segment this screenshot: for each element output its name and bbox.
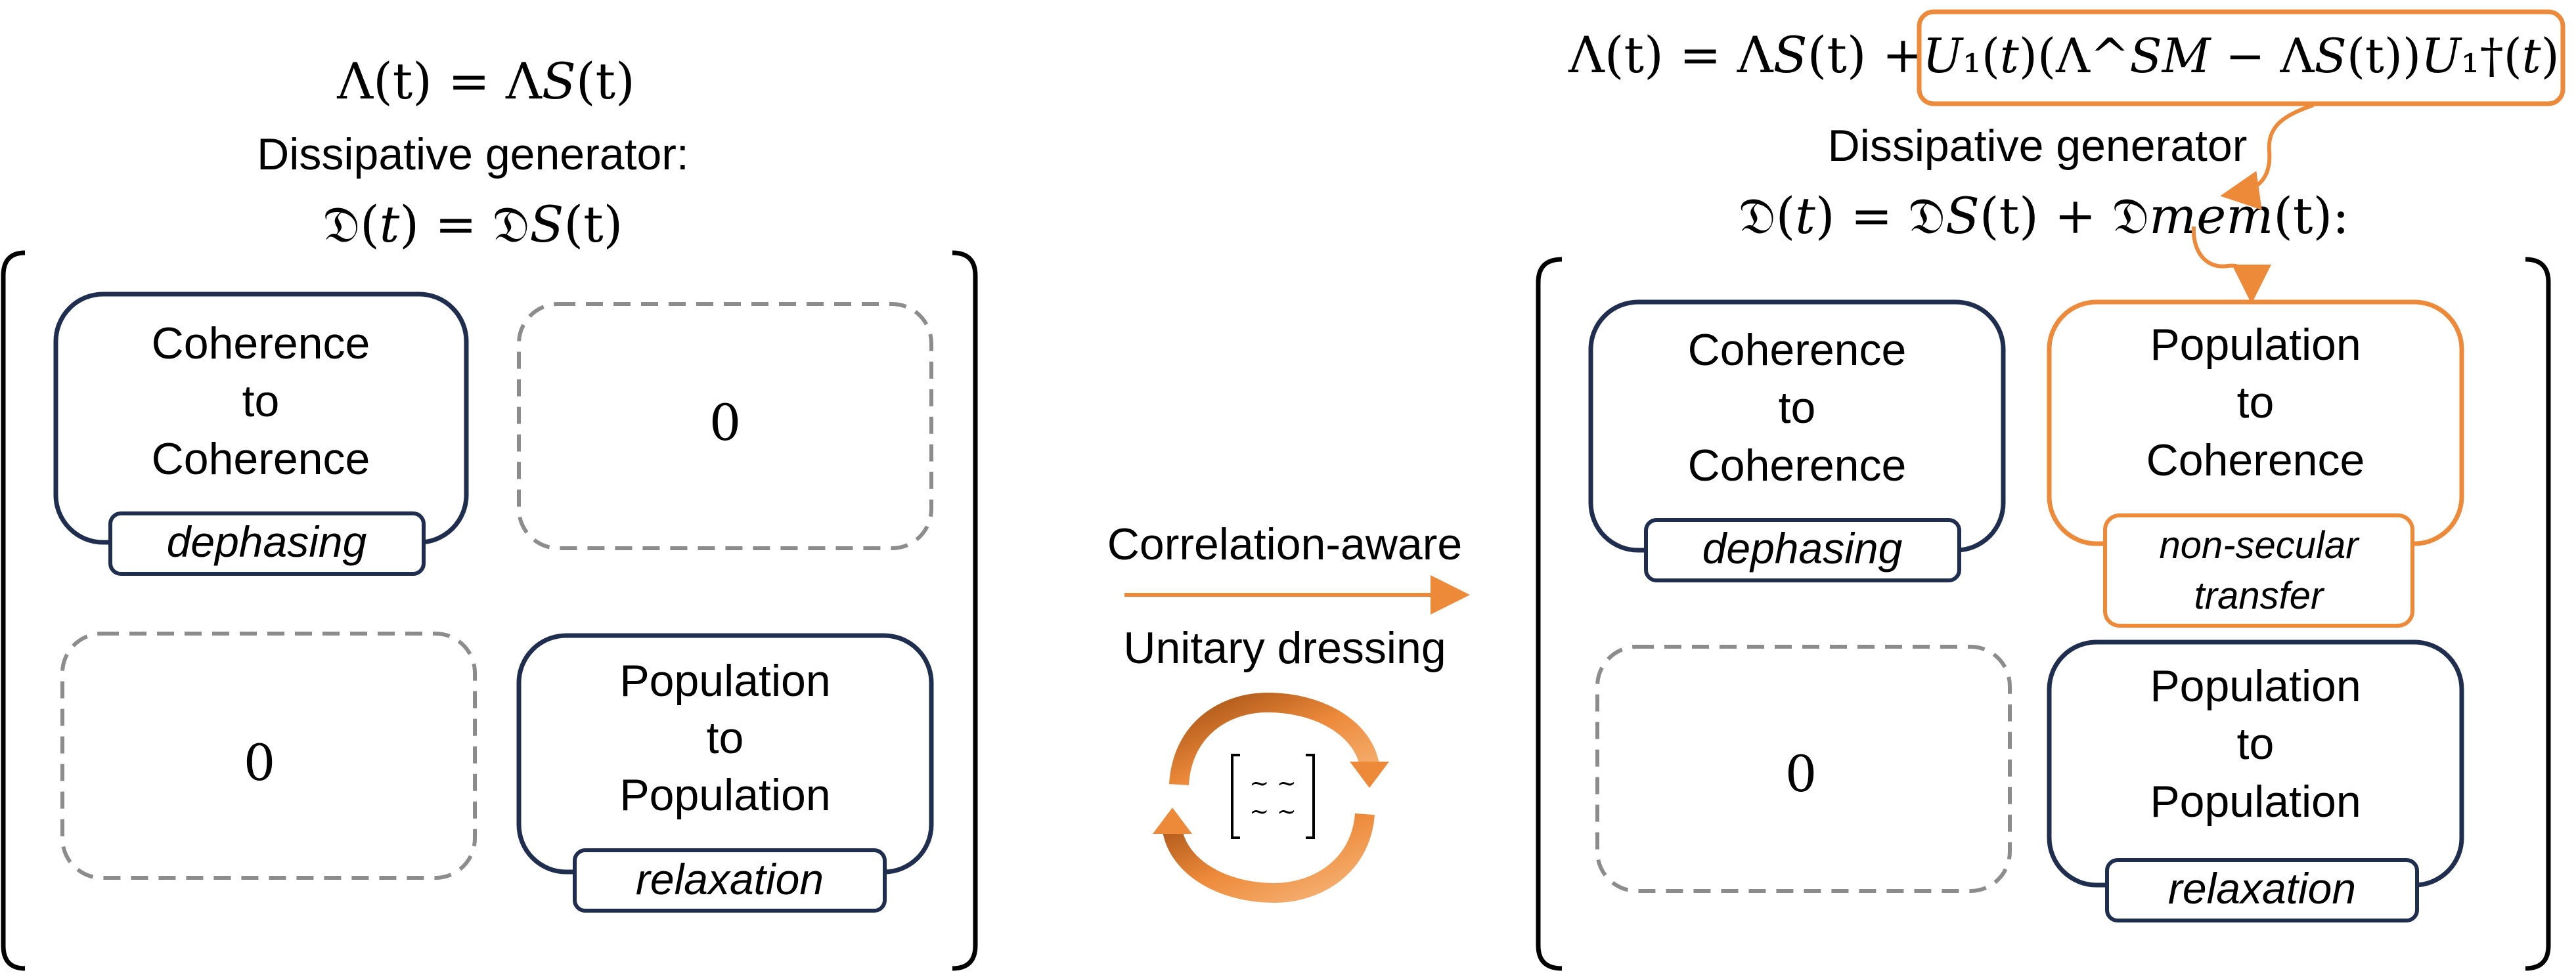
left-cell-population-to-population: Population to Population relaxation [516,633,934,913]
right-cell-population-to-population: Population to Population relaxation [2047,639,2464,922]
cell-line: to [2237,719,2275,769]
dephasing-tag-label: dephasing [1702,524,1903,573]
memory-term-connector-arrow [2220,103,2315,210]
memory-term-highlight [1917,9,2565,106]
relaxation-tag-label: relaxation [636,855,824,903]
cell-line: Population [2150,661,2361,711]
cell-line: Population [2150,777,2361,827]
right-matrix-bracket-open [1536,257,1563,971]
middle-transformation: Correlation-aware Unitary dressing ~ ~ ~… [1107,519,1470,903]
left-generator-equation: 𝔇(𝑡) = 𝔇𝑆(t) [323,195,623,253]
left-matrix-bracket-close [952,250,978,971]
non-secular-transfer-tag [2103,513,2414,628]
relaxation-tag [2105,858,2419,922]
cell-line: Population [2150,320,2361,370]
memory-generator-connector-arrow [2191,226,2271,304]
cell-line: Coherence [2146,435,2365,485]
cell-line: to [1779,383,1816,433]
cell-line: Coherence [1688,325,1907,375]
non-secular-tag-line: transfer [2194,574,2325,617]
correlation-aware-label: Correlation-aware [1107,519,1462,569]
left-lambda-equation: Λ(t) = Λ𝑆(t) [336,52,635,110]
cell-line: Coherence [1688,441,1907,490]
matrix-icon-bracket-open [1231,754,1240,839]
cell-line: to [2237,378,2275,427]
matrix-icon-bracket-close [1306,754,1315,839]
right-cell-coherence-to-coherence: Coherence to Coherence dephasing [1588,299,2006,582]
right-lambda-memory-term: 𝑈₁(𝑡)(Λ^𝑆𝑀 − Λ𝑆(t))𝑈₁†(𝑡) [1922,28,2559,83]
cell-line: Coherence [152,318,370,368]
left-cell-zero-top-right: 0 [517,302,933,550]
non-secular-tag-line: non-secular [2159,524,2360,567]
dephasing-tag [108,511,426,576]
dephasing-tag-label: dephasing [167,517,367,566]
zero-value: 0 [709,393,741,452]
dephasing-tag [1644,518,1961,582]
right-panel: Λ(t) = Λ𝑆(t) + 𝑈₁(𝑡)(Λ^𝑆𝑀 − Λ𝑆(t))𝑈₁†(𝑡)… [1536,9,2565,971]
right-generator-label: Dissipative generator [1828,121,2248,171]
cell-line: Population [619,770,830,820]
left-panel: Λ(t) = Λ𝑆(t) Dissipative generator: 𝔇(𝑡)… [1,52,978,971]
zero-value: 0 [244,733,275,792]
cell-line: to [242,376,280,426]
cell-line: to [707,713,744,763]
right-lambda-equation-prefix: Λ(t) = Λ𝑆(t) + [1568,26,1924,84]
right-cell-zero-bottom-left: 0 [1595,645,2012,893]
cell-line: Coherence [152,434,370,484]
right-cell-population-to-coherence: Population to Coherence non-secular tran… [2047,299,2464,628]
unitary-dressing-label: Unitary dressing [1123,623,1446,673]
matrix-icon-line: ~ ~ [1249,770,1297,797]
right-generator-equation: 𝔇(𝑡) = 𝔇𝑆(t) + 𝔇𝑚𝑒𝑚(t): [1739,186,2349,245]
matrix-icon-line: ~ ~ [1249,798,1297,825]
relaxation-tag [573,848,887,913]
cycle-arrows-icon: ~ ~ ~ ~ [1153,692,1389,903]
zero-value: 0 [1785,745,1817,803]
cell-line: Population [619,656,830,706]
left-matrix-bracket-open [1,250,26,971]
right-matrix-bracket-close [2525,257,2551,971]
left-cell-coherence-to-coherence: Coherence to Coherence dephasing [53,292,469,576]
relaxation-tag-label: relaxation [2168,864,2356,913]
left-cell-zero-bottom-left: 0 [60,632,477,880]
left-generator-label: Dissipative generator: [257,129,689,179]
